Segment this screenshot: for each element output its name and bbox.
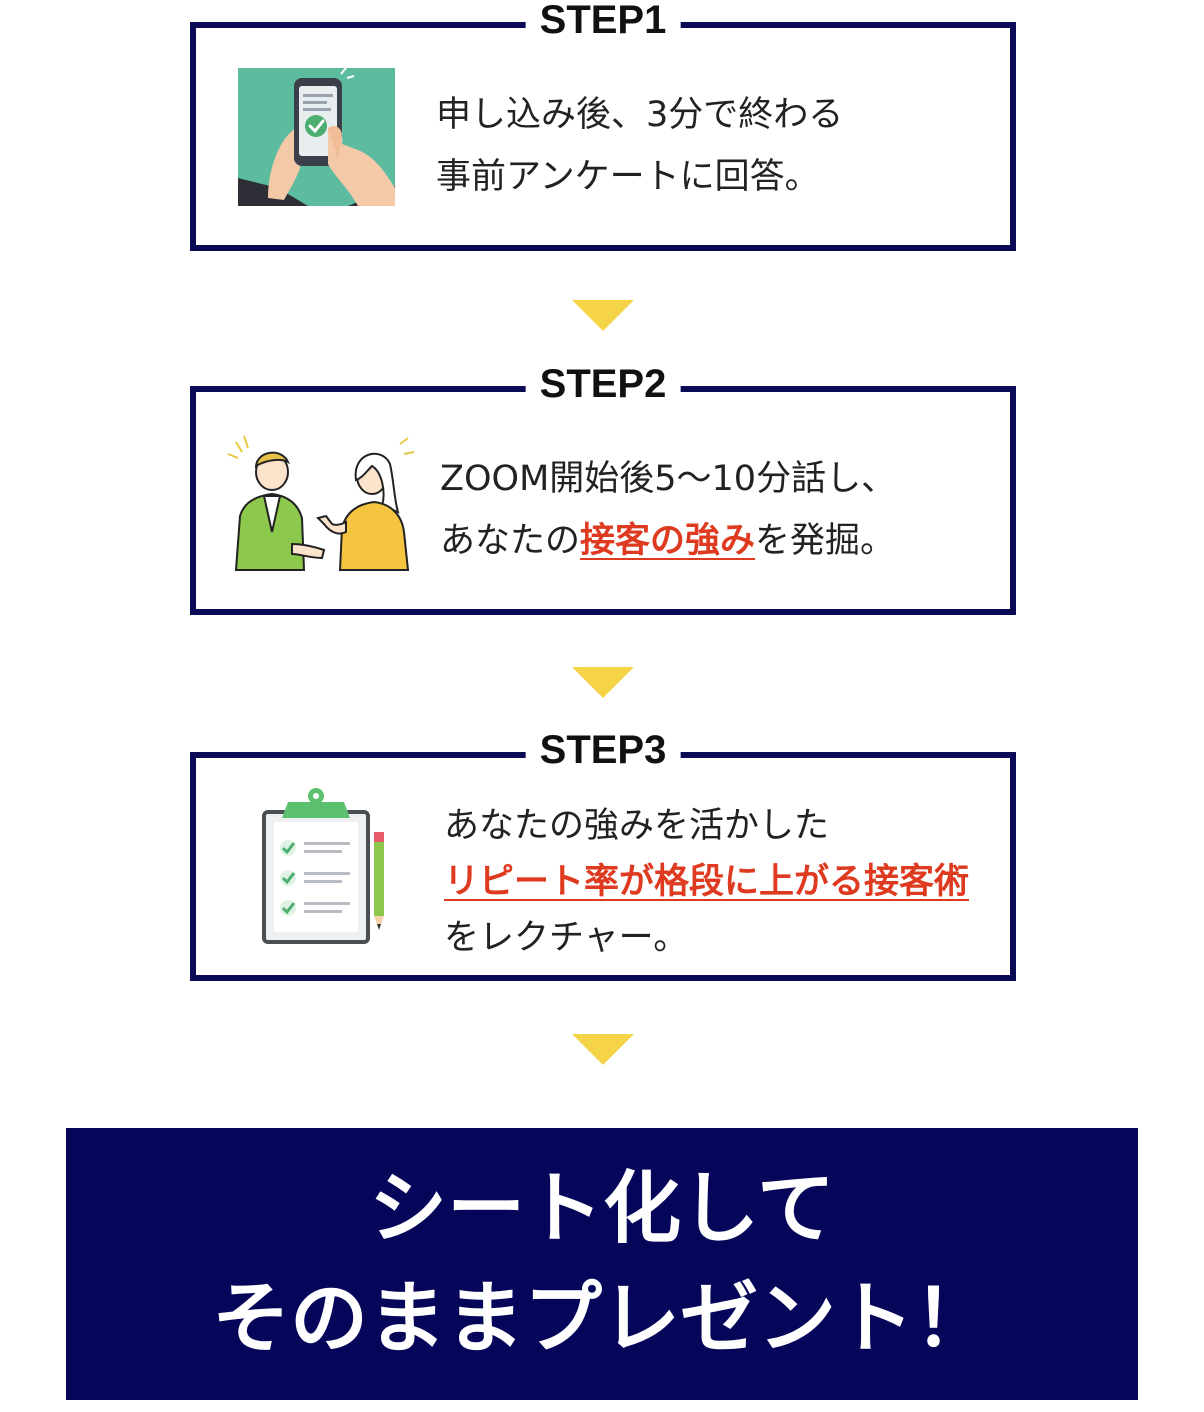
phone-checkmark-icon xyxy=(238,67,395,206)
step-1-line-1: 申し込み後、3分で終わる xyxy=(436,84,843,146)
step-3-line-3: をレクチャー。 xyxy=(444,910,969,966)
step-3-text: あなたの強みを活かした リピート率が格段に上がる接客術 をレクチャー。 xyxy=(444,798,969,966)
step-2-highlight-strength: 接客の強み xyxy=(580,521,756,561)
step-1-card: STEP1 申し込み後、3分で終わる 事前アンケートに回答。 xyxy=(190,0,1016,251)
step-3-highlight-technique: リピート率が格段に上がる接客術 xyxy=(444,862,970,902)
banner-line-2: そのままプレゼント！ xyxy=(211,1274,992,1364)
step-3-line-2: リピート率が格段に上がる接客術 xyxy=(444,854,969,910)
down-arrow-icon xyxy=(572,300,634,331)
step-2-card: STEP2 ZOOM開始後5〜10分話し、 あなたの接客の強みを発掘。 xyxy=(190,356,1016,615)
step-1-line-2: 事前アンケートに回答。 xyxy=(436,146,843,208)
step-2-label: STEP2 xyxy=(525,356,681,412)
step-1-line-1-text: 申し込み後、3分で終わる xyxy=(436,95,844,135)
clipboard-checklist-icon xyxy=(258,784,394,948)
conversation-people-icon xyxy=(222,432,418,574)
down-arrow-icon xyxy=(572,667,634,698)
present-banner: シート化して そのままプレゼント！ xyxy=(66,1128,1138,1400)
step-2-line-2-text-a: あなたの xyxy=(440,521,581,561)
step-1-text: 申し込み後、3分で終わる 事前アンケートに回答。 xyxy=(436,84,843,208)
step-2-line-2: あなたの接客の強みを発掘。 xyxy=(440,510,896,572)
step-2-text: ZOOM開始後5〜10分話し、 あなたの接客の強みを発掘。 xyxy=(440,448,896,572)
step-3-line-1-text: あなたの強みを活かした xyxy=(444,806,830,846)
step-1-label: STEP1 xyxy=(525,0,681,48)
step-2-line-1: ZOOM開始後5〜10分話し、 xyxy=(440,448,896,510)
step-2-line-1-text: ZOOM開始後5〜10分話し、 xyxy=(440,459,897,499)
step-1-line-2-text: 事前アンケートに回答。 xyxy=(436,157,820,197)
step-2-line-2-text-b: を発掘。 xyxy=(755,521,896,561)
step-3-line-3-text: をレクチャー。 xyxy=(444,918,689,958)
banner-line-1: シート化して xyxy=(369,1164,835,1254)
step-3-card: STEP3 あなたの強みを活かし xyxy=(190,722,1016,981)
down-arrow-icon xyxy=(572,1034,634,1065)
step-3-line-1: あなたの強みを活かした xyxy=(444,798,969,854)
step-3-label: STEP3 xyxy=(525,722,681,778)
